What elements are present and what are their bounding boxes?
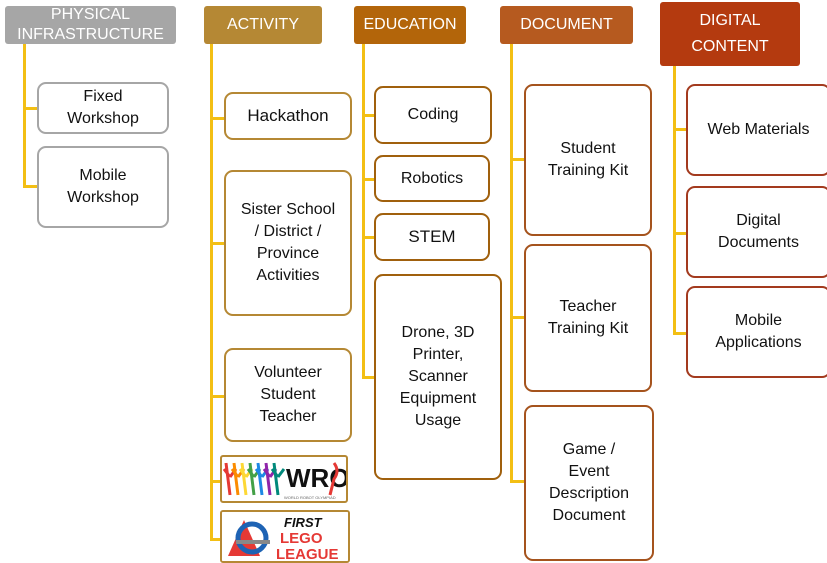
connector-activity-3	[210, 395, 225, 398]
node-mobile-applications: Mobile Applications	[686, 286, 827, 378]
first-lego-league-logo: FIRST LEGO LEAGUE	[220, 510, 350, 563]
header-education: EDUCATION	[354, 6, 466, 44]
header-activity: ACTIVITY	[204, 6, 322, 44]
node-teacher-training-kit: Teacher Training Kit	[524, 244, 652, 392]
connector-digital-1	[673, 128, 687, 131]
node-drone-3d-printer-scanner: Drone, 3D Printer, Scanner Equipment Usa…	[374, 274, 502, 480]
connector-activity-5	[210, 538, 222, 541]
connector-education-2	[362, 178, 375, 181]
connector-digital-2	[673, 232, 687, 235]
fll-league-text: LEAGUE	[276, 546, 339, 561]
connector-digital	[673, 66, 676, 334]
connector-activity-2	[210, 242, 225, 245]
connector-education-4	[362, 376, 375, 379]
node-game-event-description-document: Game / Event Description Document	[524, 405, 654, 561]
node-stem: STEM	[374, 213, 490, 261]
wro-logo-caption: WORLD ROBOT OLYMPIAD	[284, 495, 336, 500]
connector-digital-3	[673, 332, 687, 335]
node-web-materials: Web Materials	[686, 84, 827, 176]
connector-physical-2	[23, 185, 38, 188]
wro-logo: WRO WORLD ROBOT OLYMPIAD	[220, 455, 348, 503]
fll-lego-text: LEGO	[280, 530, 323, 547]
connector-education-1	[362, 114, 375, 117]
header-document: DOCUMENT	[500, 6, 633, 44]
connector-education	[362, 44, 365, 378]
connector-activity-1	[210, 117, 225, 120]
connector-physical	[23, 44, 26, 186]
node-volunteer-student-teacher: Volunteer Student Teacher	[224, 348, 352, 442]
node-hackathon: Hackathon	[224, 92, 352, 140]
connector-activity-4	[210, 480, 222, 483]
node-digital-documents: Digital Documents	[686, 186, 827, 278]
fll-logo-graphic: FIRST LEGO LEAGUE	[222, 512, 348, 561]
connector-document-2	[510, 316, 525, 319]
connector-activity	[210, 44, 213, 540]
connector-document-1	[510, 158, 525, 161]
node-coding: Coding	[374, 86, 492, 144]
node-mobile-workshop: Mobile Workshop	[37, 146, 169, 228]
header-digital-content: DIGITAL CONTENT	[660, 2, 800, 66]
node-fixed-workshop: Fixed Workshop	[37, 82, 169, 134]
connector-education-3	[362, 236, 375, 239]
connector-document-3	[510, 480, 525, 483]
node-student-training-kit: Student Training Kit	[524, 84, 652, 236]
node-sister-school-activities: Sister School / District / Province Acti…	[224, 170, 352, 316]
connector-document	[510, 44, 513, 482]
connector-physical-1	[23, 107, 38, 110]
wro-logo-graphic: WRO WORLD ROBOT OLYMPIAD	[222, 462, 346, 500]
node-robotics: Robotics	[374, 155, 490, 202]
fll-first-text: FIRST	[284, 515, 323, 530]
header-physical-infrastructure: PHYSICAL INFRASTRUCTURE	[5, 6, 176, 44]
